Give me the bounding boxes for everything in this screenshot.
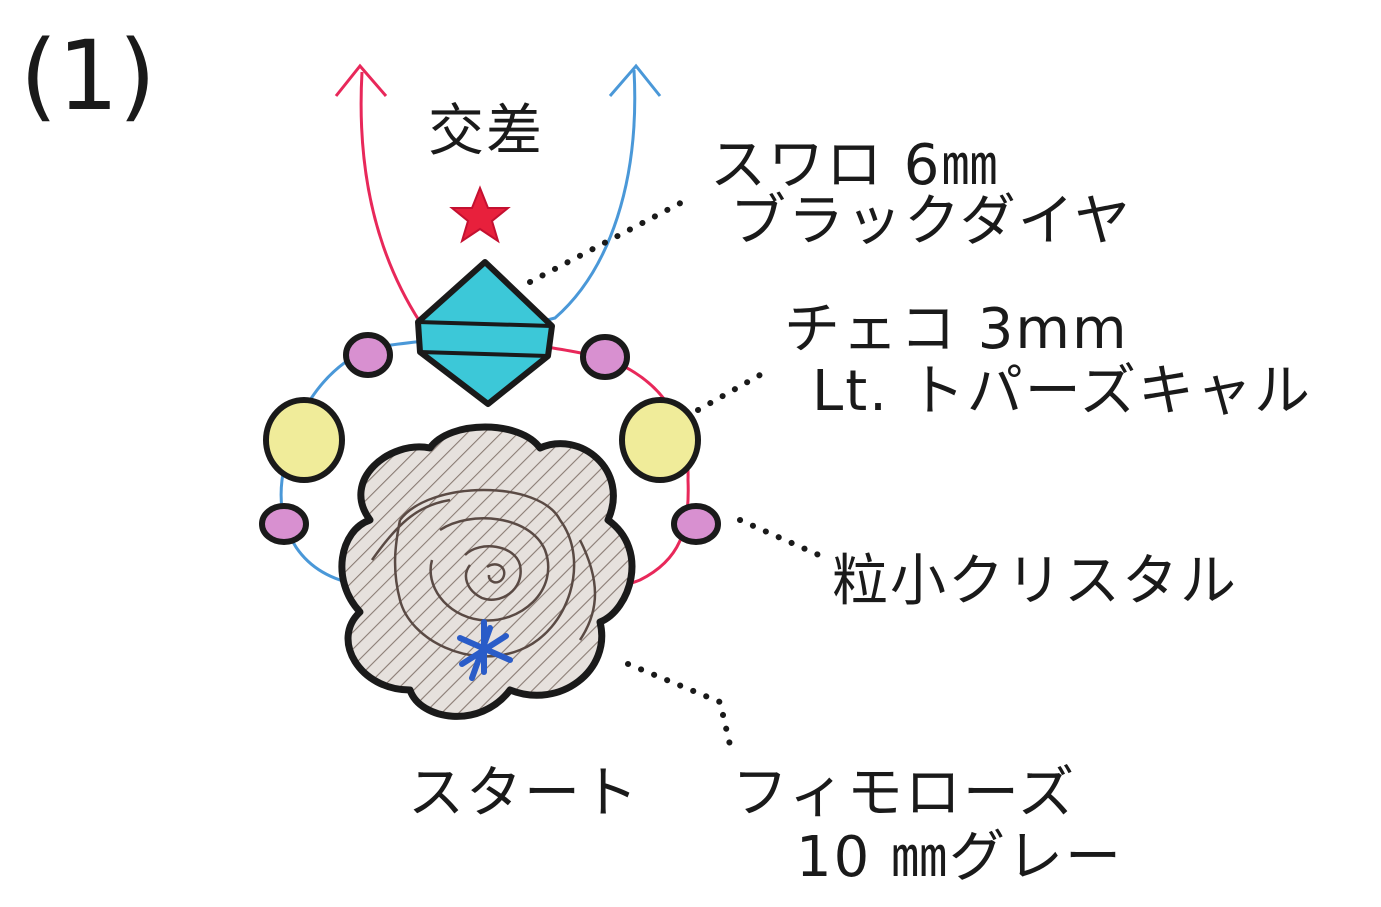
blue-arrow-head (608, 63, 662, 97)
pink-arrow-head (334, 63, 388, 97)
crystal-label: 粒小クリスタル (832, 549, 1238, 614)
leader-lines (527, 195, 833, 748)
blue-star-icon (457, 619, 513, 681)
rose-petals (370, 488, 597, 658)
diamond-facet-top (417, 320, 553, 328)
fimo-rose (338, 423, 636, 720)
czech-label-line1: チェコ 3mm (784, 297, 1129, 362)
red-star-icon (449, 185, 511, 244)
leader-czech (695, 372, 763, 413)
leader-swaro (527, 195, 693, 285)
swaro-label-line2: ブラックダイヤ (730, 189, 1133, 254)
yellow-bead-right (619, 397, 701, 483)
cross-label: 交差 (428, 99, 544, 164)
swaro-label-line1: スワロ 6㎜ (710, 133, 1000, 198)
pink-bead-top-left (343, 332, 393, 378)
rose-label-line2: 10 ㎜グレー (796, 825, 1124, 890)
czech-label-line2: Lt. トパーズキャル (812, 359, 1312, 424)
leader-rose (625, 661, 733, 748)
rose-label-line1: フィモローズ (732, 761, 1077, 826)
step-number: (1) (20, 20, 156, 132)
start-label: スタート (408, 761, 640, 826)
diamond-facet-bottom (419, 350, 549, 358)
crystal-bead-right (671, 503, 721, 545)
pink-bead-top-right (580, 334, 630, 380)
crystal-bead-left (259, 503, 309, 545)
leader-crystal (737, 517, 833, 563)
yellow-bead-left (263, 397, 345, 483)
